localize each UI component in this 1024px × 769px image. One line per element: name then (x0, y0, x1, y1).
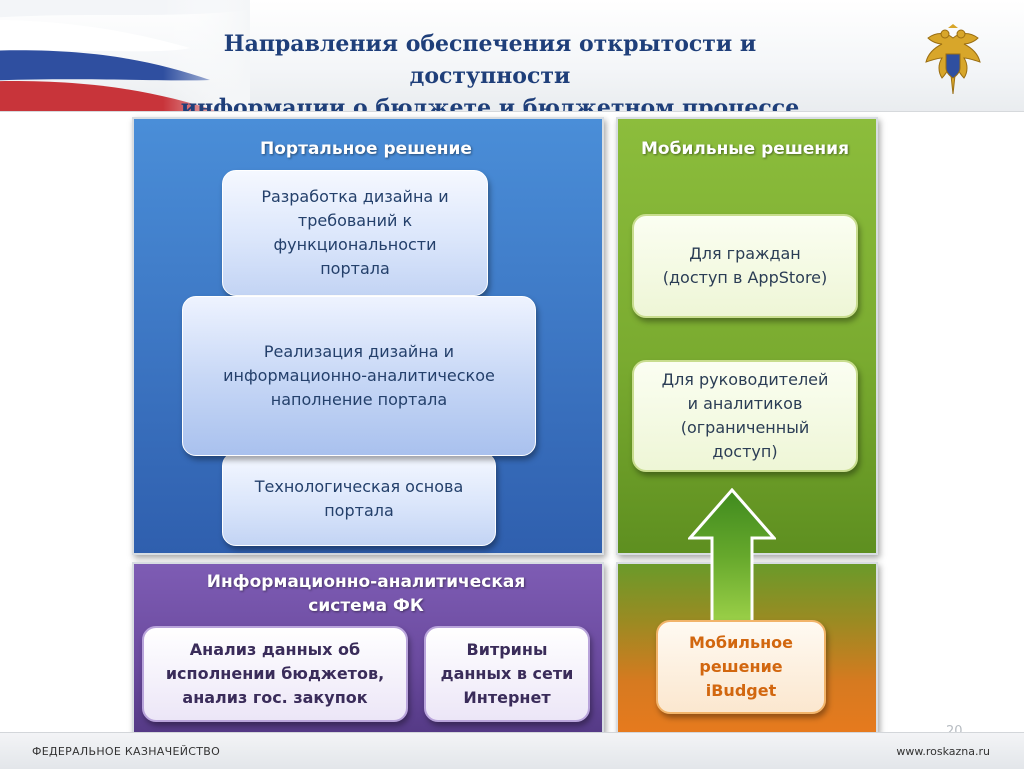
card-line: решение (699, 657, 783, 676)
ias-card-budget-analysis: Анализ данных об исполнении бюджетов, ан… (142, 626, 408, 722)
footer-website-link[interactable]: www.roskazna.ru (896, 745, 990, 758)
mobile-panel (616, 117, 878, 555)
card-line: Разработка дизайна и (261, 187, 449, 206)
card-line: анализ гос. закупок (182, 688, 368, 707)
ias-card-data-showcases: Витрины данных в сети Интернет (424, 626, 590, 722)
ibudget-card: Мобильное решение iBudget (656, 620, 826, 714)
card-line: исполнении бюджетов, (165, 664, 385, 683)
ias-title-line2: система ФК (308, 596, 424, 616)
card-line: Технологическая основа (254, 477, 464, 496)
portal-card-implementation: Реализация дизайна и информационно-анали… (182, 296, 536, 456)
card-line: Для граждан (689, 244, 801, 263)
ias-title-line1: Информационно-аналитическая (206, 572, 526, 592)
russian-flag-decoration (0, 0, 250, 112)
card-line: информационно-аналитическое (223, 366, 495, 385)
card-line: Мобильное (688, 633, 794, 652)
card-line: данных в сети (440, 664, 574, 683)
card-line: (доступ в AppStore) (662, 268, 828, 287)
card-line: требований к (297, 211, 413, 230)
card-line: (ограниченный (680, 418, 810, 437)
card-line: Интернет (463, 688, 551, 707)
card-line: портала (320, 259, 390, 278)
card-line: Для руководителей (661, 370, 829, 389)
arrow-up-icon (688, 488, 776, 624)
slide-header: Направления обеспечения открытости и дос… (0, 0, 1024, 112)
card-line: iBudget (705, 681, 777, 700)
card-line: доступ) (712, 442, 778, 461)
double-headed-eagle-emblem-icon (925, 24, 981, 95)
page-title-line2: информации о бюджете и бюджетном процесс… (180, 95, 800, 112)
portal-panel-title: Портальное решение (260, 139, 472, 159)
mobile-card-managers: Для руководителей и аналитиков (ограниче… (632, 360, 858, 472)
card-line: Анализ данных об (189, 640, 361, 659)
card-line: Реализация дизайна и (263, 342, 455, 361)
card-line: Витрины (466, 640, 548, 659)
card-line: функциональности (273, 235, 437, 254)
footer-organization: ФЕДЕРАЛЬНОЕ КАЗНАЧЕЙСТВО (32, 745, 221, 758)
card-line: портала (324, 501, 394, 520)
slide-footer: ФЕДЕРАЛЬНОЕ КАЗНАЧЕЙСТВО www.roskazna.ru (0, 732, 1024, 769)
card-line: наполнение портала (270, 390, 448, 409)
card-line: и аналитиков (687, 394, 803, 413)
portal-card-technology-base: Технологическая основа портала (222, 452, 496, 546)
portal-card-design-requirements: Разработка дизайна и требований к функци… (222, 170, 488, 296)
mobile-card-citizens: Для граждан (доступ в AppStore) (632, 214, 858, 318)
page-title: Направления обеспечения открытости и дос… (140, 28, 840, 112)
page-title-line1: Направления обеспечения открытости и дос… (223, 31, 757, 89)
ias-panel-title: Информационно-аналитическая система ФК (132, 570, 600, 618)
header-divider (0, 111, 1024, 112)
mobile-panel-title: Мобильные решения (640, 139, 849, 159)
